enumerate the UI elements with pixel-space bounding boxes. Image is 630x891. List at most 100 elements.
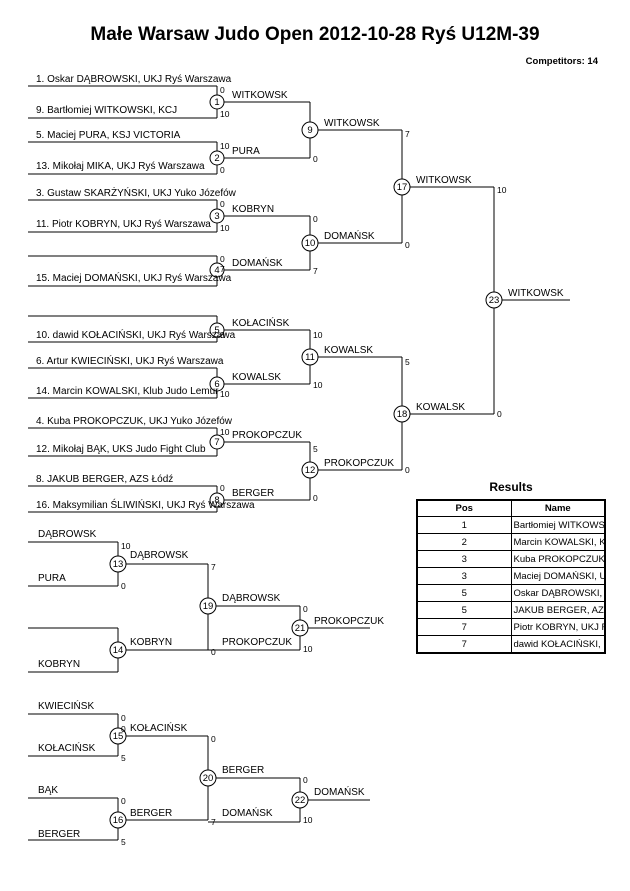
name-cell: Maciej DOMAŃSKI, UKJ Ryś Warszawa — [510, 567, 606, 585]
match-number: 5 — [214, 325, 219, 336]
competitor-entry: 14. Marcin KOWALSKI, Klub Judo Lemur — [36, 386, 219, 397]
competitor-entry: 12. Mikołaj BĄK, UKS Judo Fight Club — [36, 444, 206, 455]
position-cell: 7 — [416, 618, 512, 636]
winner-label: BERGER — [130, 808, 172, 819]
match-number: 23 — [489, 295, 500, 306]
winner-label: KOWALSK — [416, 402, 465, 413]
match-number: 21 — [295, 623, 306, 634]
match-number: 1 — [214, 97, 219, 108]
score: 10 — [220, 141, 230, 151]
winner-label: PROKOPCZUK — [232, 430, 302, 441]
winner-label: PROKOPCZUK — [314, 616, 384, 627]
name-cell: JAKUB BERGER, AZS Łódź — [510, 601, 606, 619]
score: 0 — [313, 214, 318, 224]
position-cell: 3 — [416, 567, 512, 585]
score: 10 — [121, 541, 131, 551]
score: 10 — [220, 427, 230, 437]
position-cell: 5 — [416, 584, 512, 602]
match-number: 4 — [214, 265, 219, 276]
score: 10 — [303, 815, 313, 825]
competitor-entry: 9. Bartłomiej WITKOWSKI, KCJ — [36, 105, 177, 116]
winner-label: WITKOWSK — [508, 288, 564, 299]
competitor-entry: 3. Gustaw SKARŻYŃSKI, UKJ Yuko Józefów — [36, 186, 237, 199]
score: 10 — [220, 389, 230, 399]
score: 0 — [220, 254, 225, 264]
match-number: 12 — [305, 465, 316, 476]
score: 0 — [313, 493, 318, 503]
score: 5 — [121, 837, 126, 847]
winner-label: KOBRYN — [130, 637, 172, 648]
winner-label: KOBRYN — [232, 204, 274, 215]
match-number: 18 — [397, 409, 408, 420]
score: 0 — [121, 581, 126, 591]
score: 10 — [497, 185, 507, 195]
repechage-name: KWIECIŃSK — [38, 699, 94, 712]
winner-label: BERGER — [232, 488, 274, 499]
position-cell: 1 — [416, 516, 512, 534]
score: 0 — [405, 240, 410, 250]
winner-label: DOMAŃSK — [314, 785, 365, 798]
score: 0 — [121, 796, 126, 806]
match-number: 16 — [113, 815, 124, 826]
winner-label: KOŁACIŃSK — [130, 721, 188, 734]
match-number: 2 — [214, 153, 219, 164]
winner-label: BERGER — [222, 765, 264, 776]
page-title: Małe Warsaw Judo Open 2012-10-28 Ryś U12… — [90, 24, 540, 45]
match-number: 22 — [295, 795, 306, 806]
position-cell: 3 — [416, 550, 512, 568]
competitor-entry: 13. Mikołaj MIKA, UKJ Ryś Warszawa — [36, 161, 205, 172]
name-cell: Oskar DĄBROWSKI, UKJ Ryś Warszawa — [510, 584, 606, 602]
name-cell: Marcin KOWALSKI, Klub Judo Lemur — [510, 533, 606, 551]
winner-label: KOWALSK — [232, 372, 281, 383]
match-number: 8 — [214, 495, 219, 506]
score: 0 — [220, 199, 225, 209]
score: 0 — [405, 465, 410, 475]
score: 0 — [303, 775, 308, 785]
score: 10 — [313, 330, 323, 340]
winner-label: PURA — [232, 146, 260, 157]
position-cell: 2 — [416, 533, 512, 551]
competitor-entry: 1. Oskar DĄBROWSKI, UKJ Ryś Warszawa — [36, 74, 232, 85]
score: 7 — [211, 562, 216, 572]
competitor-entry: 8. JAKUB BERGER, AZS Łódź — [36, 474, 173, 485]
match-number: 15 — [113, 731, 124, 742]
match-number: 9 — [307, 125, 312, 136]
competitor-entry: 5. Maciej PURA, KSJ VICTORIA — [36, 130, 181, 141]
name-cell: Bartłomiej WITKOWSKI, KCJ — [510, 516, 606, 534]
score: 0 — [220, 165, 225, 175]
score: 0 — [220, 85, 225, 95]
match-number: 3 — [214, 211, 219, 222]
name-cell: Kuba PROKOPCZUK, UKJ Yuko Józefów — [510, 550, 606, 568]
position-cell: 7 — [416, 635, 512, 654]
score: 0 — [220, 483, 225, 493]
match-number: 13 — [113, 559, 124, 570]
winner-label: WITKOWSK — [324, 118, 380, 129]
winner-label: KOWALSK — [324, 345, 373, 356]
competitor-entry: 10. dawid KOŁACIŃSKI, UKJ Ryś Warszawa — [36, 328, 236, 341]
score: 0 — [211, 647, 216, 657]
winner-label: DOMAŃSK — [232, 256, 283, 269]
score: 0 — [497, 409, 502, 419]
competitor-entry: 6. Artur KWIECIŃSKI, UKJ Ryś Warszawa — [36, 354, 224, 367]
score: 5 — [313, 444, 318, 454]
repechage-name: DĄBROWSK — [38, 529, 97, 540]
winner-label: PROKOPCZUK — [222, 637, 292, 648]
score: 0 — [313, 154, 318, 164]
winner-label: DĄBROWSK — [130, 550, 189, 561]
position-cell: 5 — [416, 601, 512, 619]
match-number: 10 — [305, 238, 316, 249]
repechage-name: BERGER — [38, 829, 80, 840]
winner-label: DOMAŃSK — [324, 229, 375, 242]
name-header: Name — [510, 499, 606, 517]
winner-label: WITKOWSK — [232, 90, 288, 101]
score: 0 — [121, 724, 126, 734]
competitor-entry: 11. Piotr KOBRYN, UKJ Ryś Warszawa — [36, 219, 211, 230]
score: 7 — [211, 817, 216, 827]
